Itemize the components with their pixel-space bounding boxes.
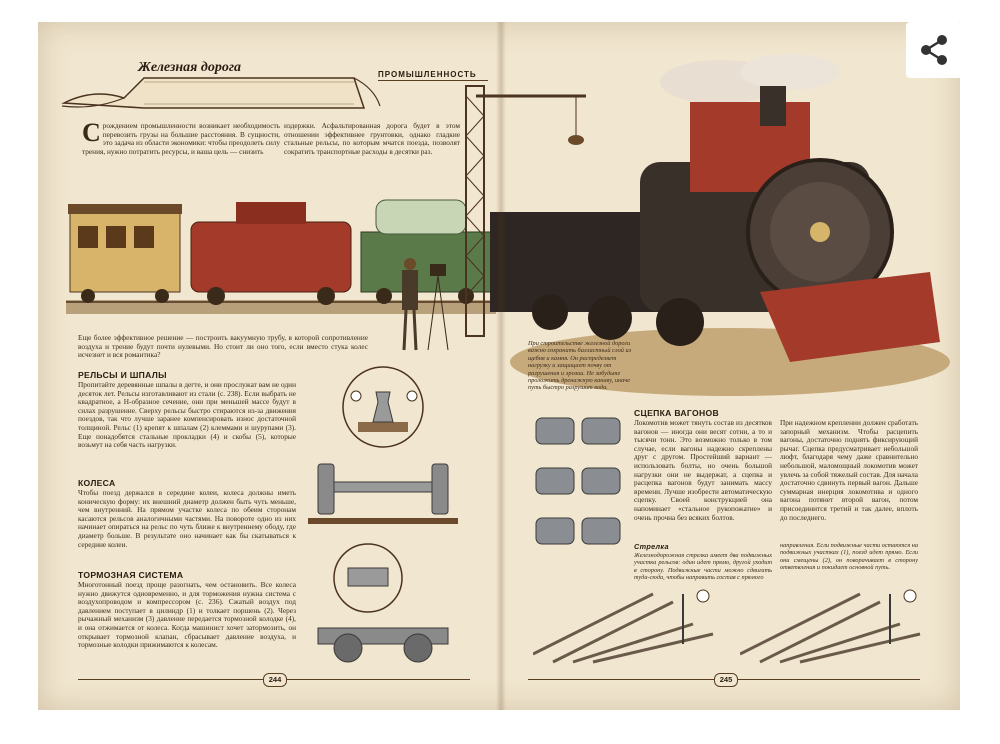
intro-paragraph-2: издержки. Асфальтированная дорога будет …: [284, 121, 460, 156]
rail-fastening-diagram: [342, 366, 424, 448]
switch-heading: Стрелка: [634, 542, 669, 551]
section-label: ПРОМЫШЛЕННОСТЬ: [378, 70, 477, 79]
vacuum-paragraph: Еще более эффективное решение — построит…: [78, 333, 368, 360]
share-button[interactable]: [906, 22, 962, 78]
railway-switch-illustration-1: [533, 589, 714, 664]
switch-paragraph-2: направления. Если подвижные части остают…: [780, 542, 918, 572]
wheels-paragraph: Чтобы поезд держался в середине колеи, к…: [78, 488, 296, 549]
brakes-paragraph: Многотонный поезд проще разогнать, чем о…: [78, 580, 296, 650]
ballast-caption: При строительстве железной дороги важно …: [528, 340, 632, 392]
coupling-paragraph-2: При надежном креплении должен сработать …: [780, 418, 918, 522]
crane-illustration: [465, 85, 586, 337]
coupling-diagram: [535, 417, 621, 545]
page-title: Железная дорога: [138, 60, 241, 75]
wheels-heading: КОЛЕСА: [78, 478, 116, 488]
wheelset-diagram: [308, 463, 458, 524]
brakes-heading: ТОРМОЗНАЯ СИСТЕМА: [78, 570, 184, 580]
switch-paragraph: Железнодорожная стрелка имеет два подвиж…: [634, 552, 772, 582]
page-number-left: 244: [263, 673, 287, 687]
share-icon: [921, 35, 947, 65]
page-number-right: 245: [714, 673, 738, 687]
section-rule: [378, 80, 488, 81]
drop-cap: С: [82, 118, 101, 147]
book-gutter: [496, 22, 506, 710]
brake-system-diagram: [317, 543, 449, 663]
coupling-paragraph: Локомотив может тянуть состав из десятко…: [634, 418, 772, 522]
intro-text: рождением промышленности возникает необх…: [82, 121, 281, 156]
railway-switch-illustration-2: [740, 589, 921, 664]
rails-heading: РЕЛЬСЫ И ШПАЛЫ: [78, 370, 167, 380]
coupling-heading: СЦЕПКА ВАГОНОВ: [634, 408, 719, 418]
photographer-figure: [402, 258, 449, 351]
locomotive-illustration: [490, 54, 950, 396]
rails-paragraph: Пропитайте деревянные шпалы в дегте, и о…: [78, 380, 296, 450]
train-illustration: [66, 199, 496, 314]
banner-ribbon-illustration: [61, 77, 381, 109]
